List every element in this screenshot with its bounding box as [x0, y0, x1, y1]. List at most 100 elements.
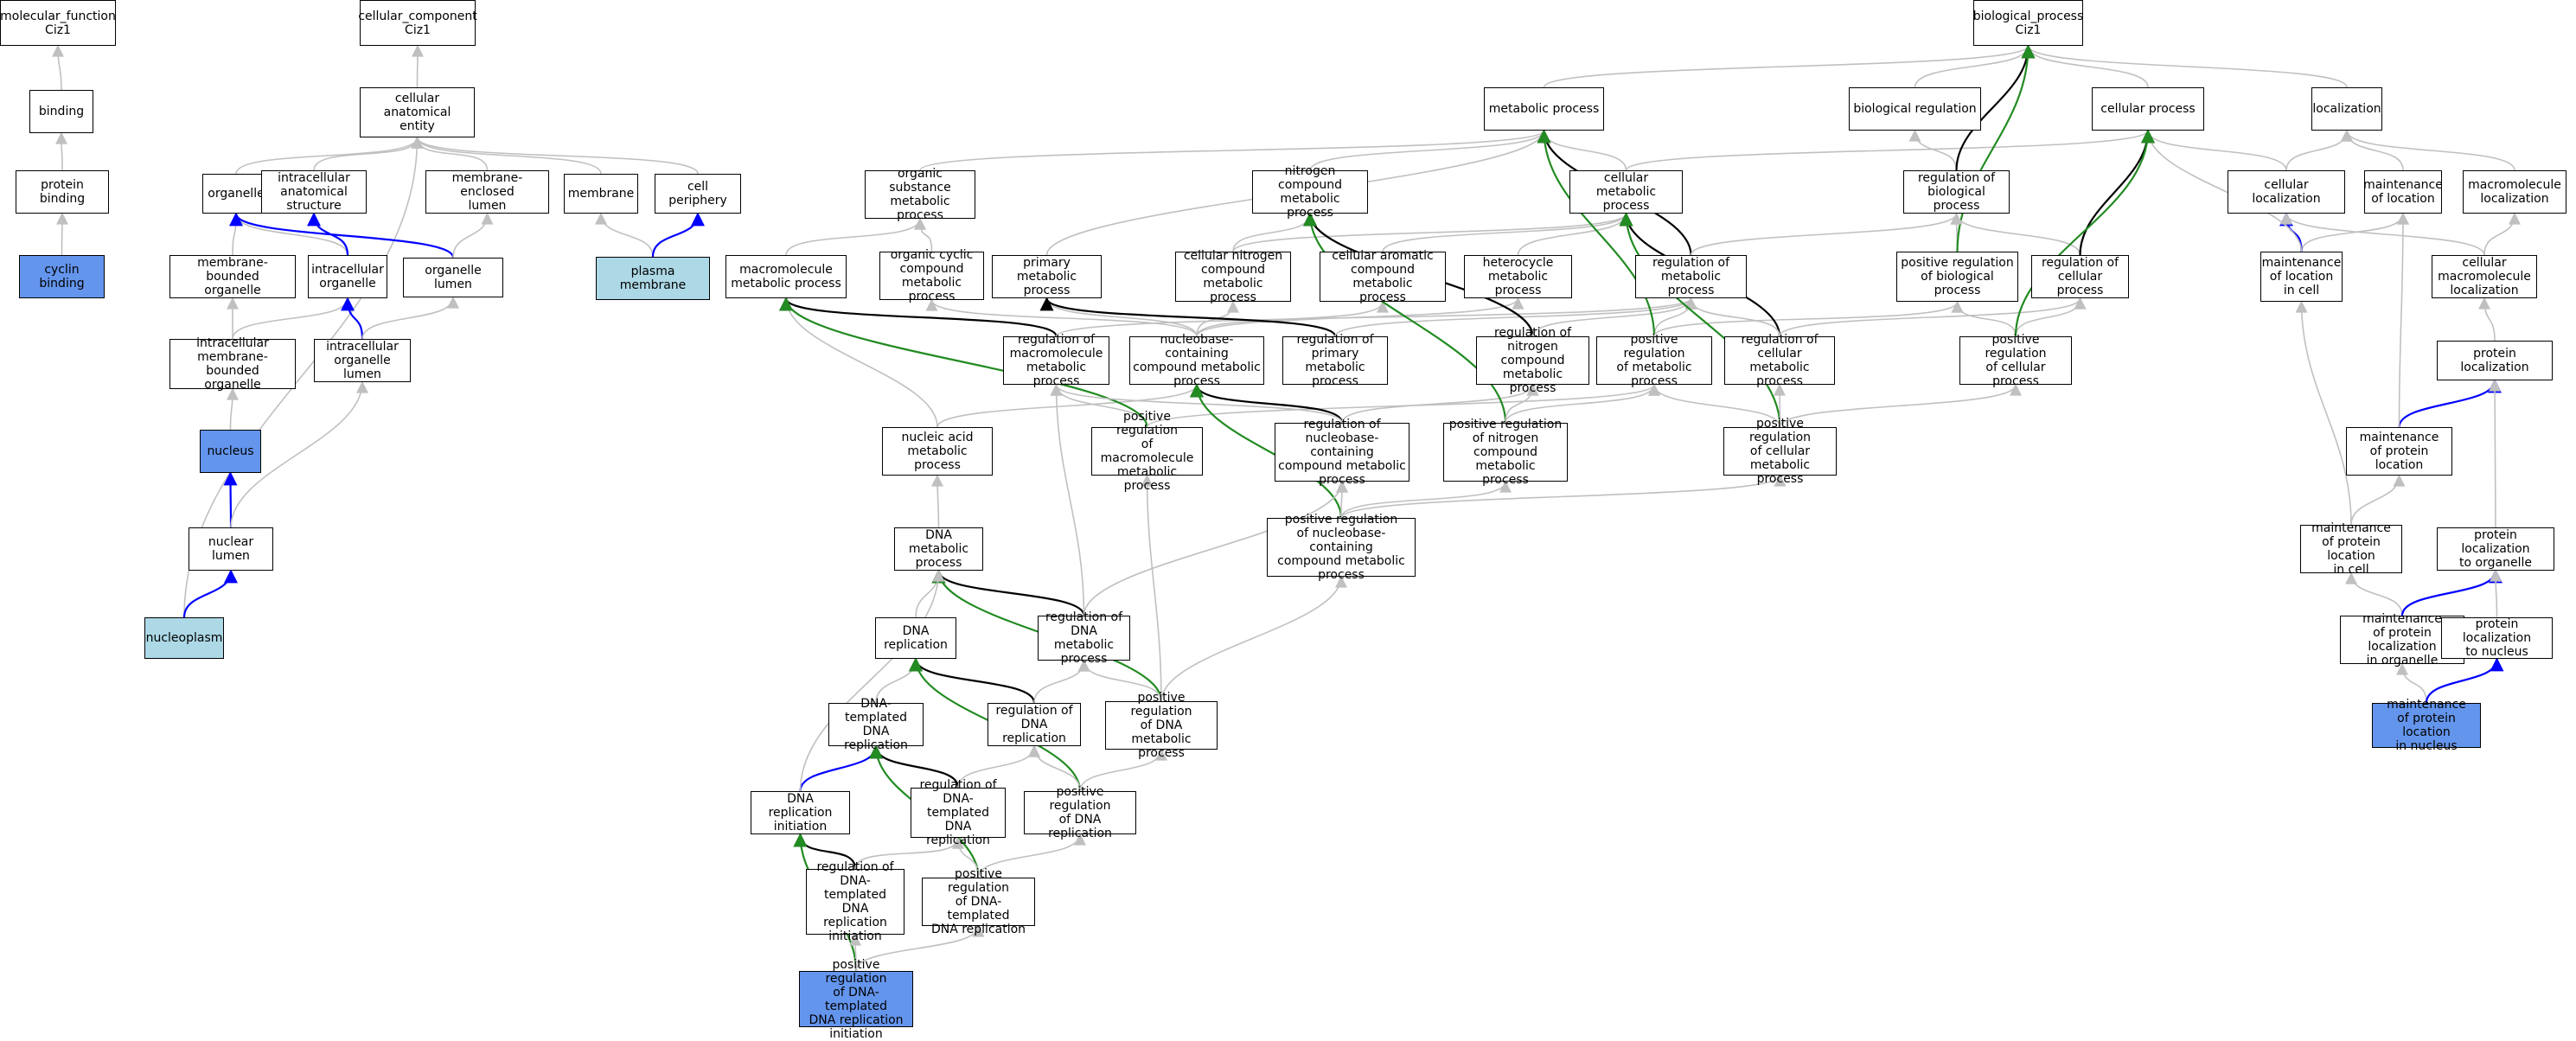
node-rmmp[interactable]: regulation of macromolecule metabolic pr…	[1003, 333, 1109, 388]
node-plto[interactable]: protein localization to organelle	[2437, 527, 2554, 571]
edge-nbcmp-to-camp	[1196, 300, 1389, 337]
edge-rbp-to-bp	[1955, 44, 2036, 171]
node-dtdr[interactable]: DNA-templated DNA replication	[828, 697, 924, 752]
node-nl[interactable]: nuclear lumen	[189, 527, 273, 571]
node-prncmp[interactable]: positive regulation of nitrogen compound…	[1443, 418, 1568, 487]
node-prmp[interactable]: positive regulation of metabolic process	[1596, 333, 1712, 388]
node-mplic[interactable]: maintenance of protein location in cell	[2300, 521, 2402, 577]
edge-prnbcmp-to-nbcmp	[1190, 383, 1343, 519]
node-nampr[interactable]: nucleic acid metabolic process	[882, 427, 993, 476]
node-cmp[interactable]: cellular metabolic process	[1569, 170, 1683, 214]
node-dnamp[interactable]: DNA metabolic process	[894, 527, 983, 571]
node-rncmp[interactable]: regulation of nitrogen compound metaboli…	[1476, 326, 1589, 395]
node-camp[interactable]: cellular aromatic compound metabolic pro…	[1320, 249, 1446, 304]
node-rdtdr[interactable]: regulation of DNA-templated DNA replicat…	[911, 778, 1006, 847]
edge-prdtdr-to-rdtdr	[952, 836, 980, 878]
edge-osmp-to-metab	[919, 129, 1550, 171]
node-ncmp[interactable]: nitrogen compound metabolic process	[1252, 164, 1368, 220]
node-mlic[interactable]: maintenance of location in cell	[2260, 252, 2343, 302]
node-rdtdri[interactable]: regulation of DNA-templated DNA replicat…	[806, 860, 904, 943]
node-protloc[interactable]: protein localization	[2437, 341, 2553, 380]
node-metab[interactable]: metabolic process	[1484, 87, 1604, 131]
node-organelle[interactable]: organelle	[202, 174, 270, 214]
node-nbcmp[interactable]: nucleobase-containing compound metabolic…	[1129, 333, 1264, 388]
node-bp[interactable]: biological_process Ciz1	[1973, 0, 2083, 46]
node-mel[interactable]: membrane-enclosed lumen	[425, 170, 549, 214]
node-mpl[interactable]: maintenance of protein location	[2346, 427, 2452, 476]
edge-hmp-to-cmp	[1517, 212, 1633, 256]
node-osmp[interactable]: organic substance metabolic process	[865, 167, 975, 222]
node-iol[interactable]: intracellular organelle lumen	[314, 339, 411, 382]
node-pltn[interactable]: protein localization to nucleus	[2441, 617, 2553, 659]
node-io[interactable]: intracellular organelle	[308, 255, 387, 298]
edge-mlic-to-cellproc	[2142, 129, 2303, 252]
edge-prdtdri-to-prdtdr	[855, 924, 985, 972]
edge-plto-to-protloc	[2489, 379, 2502, 528]
edge-prcmp-to-prmp	[1648, 383, 1781, 428]
node-prnbcmp[interactable]: positive regulation of nucleobase-contai…	[1267, 513, 1416, 582]
node-membrane[interactable]: membrane	[564, 174, 638, 214]
node-ias[interactable]: intracellular anatomical structure	[261, 170, 367, 214]
node-hmp[interactable]: heterocycle metabolic process	[1464, 255, 1572, 298]
edge-nampr-to-nbcmp	[936, 383, 1203, 428]
node-prdr[interactable]: positive regulation of DNA replication	[1024, 785, 1136, 840]
edge-mplin-to-pltn	[2425, 657, 2504, 704]
node-macloc[interactable]: macromolecule localization	[2463, 170, 2566, 214]
node-cellper[interactable]: cell periphery	[655, 174, 741, 214]
edge-ol-to-organelle	[229, 212, 455, 259]
node-rpmp[interactable]: regulation of primary metabolic process	[1282, 333, 1388, 388]
node-cae[interactable]: cellular anatomical entity	[360, 87, 475, 137]
node-cc[interactable]: cellular_component Ciz1	[358, 0, 477, 46]
node-mmp[interactable]: macromolecule metabolic process	[725, 255, 847, 298]
node-dri[interactable]: DNA replication initiation	[751, 791, 850, 834]
node-pm[interactable]: plasma membrane	[596, 257, 710, 300]
node-pmp[interactable]: primary metabolic process	[992, 255, 1102, 298]
node-mainloc[interactable]: maintenance of location	[2363, 170, 2443, 214]
node-loc[interactable]: localization	[2311, 87, 2382, 131]
node-prdtdri[interactable]: positive regulation of DNA-templated DNA…	[799, 958, 913, 1041]
node-cml[interactable]: cellular macromolecule localization	[2432, 255, 2537, 298]
edge-prdnamp-to-prmmp	[1141, 474, 1162, 702]
node-dnarep[interactable]: DNA replication	[875, 617, 956, 659]
node-biolreg[interactable]: biological regulation	[1849, 87, 1981, 131]
node-rmp[interactable]: regulation of metabolic process	[1635, 255, 1747, 298]
node-ol[interactable]: organelle lumen	[403, 258, 503, 297]
edge-prcp-to-rcp	[2015, 297, 2087, 337]
node-nucleus[interactable]: nucleus	[200, 430, 261, 473]
node-binding[interactable]: binding	[29, 90, 93, 133]
node-prbp[interactable]: positive regulation of biological proces…	[1896, 252, 2018, 302]
edge-mbo-to-organelle	[229, 212, 242, 256]
edge-rdnarep-to-dnarep	[909, 657, 1036, 704]
node-mplio[interactable]: maintenance of protein localization in o…	[2340, 612, 2464, 667]
node-rdnamp[interactable]: regulation of DNA metabolic process	[1038, 610, 1130, 666]
node-cncmp[interactable]: cellular nitrogen compound metabolic pro…	[1175, 249, 1291, 304]
edge-prcp-to-cellproc	[2014, 129, 2155, 337]
node-rcp[interactable]: regulation of cellular process	[2031, 255, 2129, 298]
node-prdnamp[interactable]: positive regulation of DNA metabolic pro…	[1105, 691, 1218, 760]
node-ocmp[interactable]: organic cyclic compound metabolic proces…	[879, 248, 984, 303]
node-prcmp[interactable]: positive regulation of cellular metaboli…	[1723, 417, 1837, 486]
node-rbp[interactable]: regulation of biological process	[1903, 170, 2010, 214]
node-cellproc[interactable]: cellular process	[2092, 87, 2204, 131]
edge-nl-to-iol	[230, 380, 368, 528]
edge-cncmp-to-cmp	[1232, 212, 1633, 252]
node-mbo[interactable]: membrane-bounded organelle	[169, 255, 296, 298]
node-cyclin[interactable]: cyclin binding	[19, 255, 105, 298]
node-cellloc[interactable]: cellular localization	[2228, 170, 2345, 214]
node-prcp[interactable]: positive regulation of cellular process	[1959, 333, 2072, 388]
node-imbo[interactable]: intracellular membrane-bounded organelle	[169, 336, 296, 392]
node-rcmp[interactable]: regulation of cellular metabolic process	[1724, 333, 1835, 388]
node-mplin[interactable]: maintenance of protein location in nucle…	[2372, 698, 2481, 753]
node-prdtdr[interactable]: positive regulation of DNA-templated DNA…	[922, 867, 1035, 936]
edge-rdnamp-to-rnbcmp	[1083, 480, 1348, 616]
edge-pm-to-membrane	[595, 212, 654, 258]
edge-rncmp-to-rmp	[1531, 297, 1697, 337]
node-prmmp[interactable]: positive regulation of macromolecule met…	[1091, 410, 1203, 493]
node-rdnarep[interactable]: regulation of DNA replication	[988, 703, 1081, 746]
node-mf[interactable]: molecular_function Ciz1	[0, 0, 116, 46]
edge-rcmp-to-rcp	[1779, 297, 2087, 337]
node-nucleoplasm[interactable]: nucleoplasm	[144, 617, 224, 659]
node-rnbcmp[interactable]: regulation of nucleobase-containing comp…	[1275, 418, 1409, 487]
node-protbind[interactable]: protein binding	[16, 170, 109, 214]
